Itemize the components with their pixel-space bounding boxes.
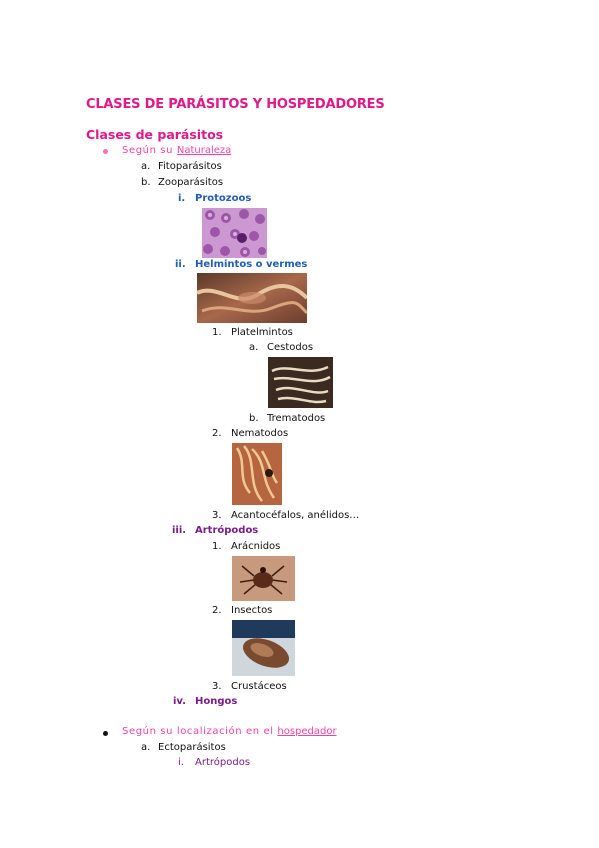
list-item-text: Zooparásitos: [158, 177, 224, 188]
bullet-prefix: Según su: [122, 145, 177, 156]
list-marker: ii.: [175, 259, 186, 270]
cestodos-image: [268, 357, 333, 408]
bullet-localizacion: Según su localización en el hospedador: [122, 726, 337, 737]
list-item-text: Arácnidos: [231, 541, 281, 552]
list-marker: iv.: [173, 696, 186, 707]
list-item-text: Cestodos: [267, 342, 314, 353]
list-marker: b.: [141, 177, 151, 188]
list-marker: a.: [141, 161, 151, 172]
protozoos-illustration: [202, 208, 267, 258]
aracnidos-illustration: [232, 556, 295, 601]
list-item-ectoparasitos: a. Ectoparásitos: [141, 742, 226, 753]
list-item-protozoos: i. Protozoos: [178, 193, 251, 204]
list-item-text: Crustáceos: [231, 681, 287, 692]
list-item-trematodos: b. Trematodos: [249, 413, 325, 424]
list-marker: a.: [249, 342, 259, 353]
protozoos-image: [202, 208, 267, 258]
naturaleza-link[interactable]: Naturaleza: [176, 145, 232, 156]
nematodos-image: [232, 443, 282, 505]
list-item-text: Helmintos o vermes: [195, 259, 308, 270]
list-item-nematodos: 2. Nematodos: [212, 428, 288, 439]
list-marker: 2.: [212, 428, 222, 439]
list-marker: 2.: [212, 605, 222, 616]
nematodos-illustration: [232, 443, 282, 505]
list-item-insectos: 2. Insectos: [212, 605, 272, 616]
list-item-text: Nematodos: [231, 428, 289, 439]
list-item-crustaceos: 3. Crustáceos: [212, 681, 287, 692]
list-marker: i.: [178, 193, 186, 204]
list-marker: i.: [178, 757, 184, 768]
list-item-text: Platelmintos: [231, 327, 293, 338]
list-item-text: Trematodos: [267, 413, 326, 424]
section-heading: Clases de parásitos: [86, 127, 224, 142]
insectos-illustration: [232, 620, 295, 676]
list-marker: b.: [249, 413, 259, 424]
list-item-platelmintos: 1. Platelmintos: [212, 327, 293, 338]
bullet-dot: [103, 149, 108, 154]
list-item-text: Insectos: [231, 605, 273, 616]
list-item-text: Hongos: [195, 696, 238, 707]
list-item-artropodos: iii. Artrópodos: [172, 525, 258, 536]
list-item-text: Ectoparásitos: [158, 742, 226, 753]
hospedador-link[interactable]: hospedador: [277, 726, 337, 737]
bullet-prefix: Según su localización en el: [122, 726, 278, 737]
insectos-image: [232, 620, 295, 676]
list-marker: iii.: [172, 525, 187, 536]
aracnidos-image: [232, 556, 295, 601]
list-marker: 3.: [212, 681, 222, 692]
list-item-hongos: iv. Hongos: [173, 696, 237, 707]
list-item-text: Artrópodos: [195, 757, 251, 768]
list-marker: 3.: [212, 510, 222, 521]
list-item-text: Protozoos: [195, 193, 252, 204]
list-item-aracnidos: 1. Arácnidos: [212, 541, 280, 552]
list-item-zooparasitos: b. Zooparásitos: [141, 177, 223, 188]
list-marker: a.: [141, 742, 151, 753]
bullet-naturaleza: Según su Naturaleza: [122, 145, 231, 156]
cestodos-illustration: [268, 357, 333, 408]
list-item-cestodos: a. Cestodos: [249, 342, 313, 353]
helmintos-illustration: [197, 273, 307, 323]
list-item-text: Acantocéfalos, anélidos…: [231, 510, 360, 521]
list-marker: 1.: [212, 541, 222, 552]
list-item-text: Artrópodos: [195, 525, 259, 536]
list-item-ecto-artropodos: i. Artrópodos: [178, 757, 250, 768]
bullet-dot: [103, 731, 108, 736]
list-marker: 1.: [212, 327, 222, 338]
helmintos-image: [197, 273, 307, 323]
list-item-fitoparasitos: a. Fitoparásitos: [141, 161, 222, 172]
list-item-helmintos: ii. Helmintos o vermes: [175, 259, 307, 270]
list-item-acantocefalos: 3. Acantocéfalos, anélidos…: [212, 510, 359, 521]
list-item-text: Fitoparásitos: [158, 161, 222, 172]
page-title: CLASES DE PARÁSITOS Y HOSPEDADORES: [86, 97, 385, 112]
